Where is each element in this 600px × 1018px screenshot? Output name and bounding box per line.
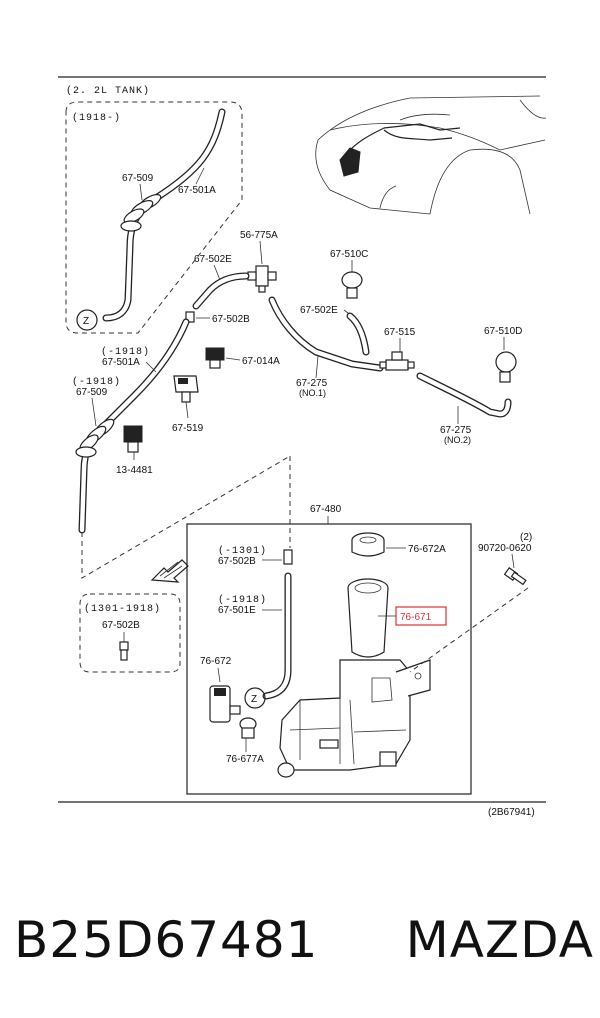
hose-clamp-67-509-lower xyxy=(75,418,115,458)
t-joint-56-775A xyxy=(247,265,277,293)
label-56-775A: 56-775A xyxy=(240,230,278,241)
label-67-501A-upper: 67-501A xyxy=(178,185,216,196)
label-90720-qty: (2) xyxy=(520,532,532,543)
label-67-519: 67-519 xyxy=(172,423,204,434)
z-marker-lower xyxy=(244,687,266,709)
label-90720-0620: 90720-0620 xyxy=(478,543,532,554)
label-67-014A: 67-014A xyxy=(242,356,280,367)
connector-67-502B-in xyxy=(283,549,293,565)
grommet-76-677A xyxy=(239,717,257,739)
tank-assembly-frame xyxy=(186,523,472,795)
direction-arrow-icon xyxy=(150,559,189,583)
label-67-275-no1: 67-275 xyxy=(296,378,328,389)
label-13-4481: 13-4481 xyxy=(116,465,153,476)
washer-nozzle-67-510C xyxy=(341,271,363,299)
label-67-502E-mid: 67-502E xyxy=(300,305,338,316)
label-1918-b: (-1918) xyxy=(72,376,121,388)
label-1918-a: (-1918) xyxy=(101,346,150,358)
link-dashed-1 xyxy=(81,455,291,579)
car-engine-bay-illustration xyxy=(315,95,547,215)
label-67-510D: 67-510D xyxy=(484,326,522,337)
inset-1301-1918-label: (1301-1918) xyxy=(84,603,161,615)
inset-1301-1918-frame xyxy=(79,593,181,673)
part-number: B25D67481 xyxy=(14,911,319,969)
label-67-509-lower: 67-509 xyxy=(76,387,108,398)
label-76-677A: 76-677A xyxy=(226,754,264,765)
label-1301: (-1301) xyxy=(218,545,267,557)
brand-name: MAZDA xyxy=(405,911,594,969)
washer-nozzle-67-510D xyxy=(495,351,517,383)
check-valve-67-515 xyxy=(379,351,415,371)
connector-67-502B-inset xyxy=(119,641,129,661)
label-67-501A-lower: 67-501A xyxy=(102,357,140,368)
hose-67-501E xyxy=(262,572,292,700)
bolt-90720-0620 xyxy=(503,567,527,586)
hose-67-275-no1 xyxy=(268,296,384,372)
label-67-275-no1-sub: (NO.1) xyxy=(299,388,326,398)
label-67-480: 67-480 xyxy=(310,504,342,515)
label-67-501E: 67-501E xyxy=(218,605,256,616)
label-76-672: 76-672 xyxy=(200,656,232,667)
label-1918-c: (-1918) xyxy=(218,594,267,606)
label-67-510C: 67-510C xyxy=(330,249,368,260)
hose-67-502E-mid xyxy=(346,312,370,356)
washer-tank-76-671 xyxy=(277,578,431,778)
hose-67-275-no2 xyxy=(416,372,512,418)
washer-pump-76-672 xyxy=(209,685,241,723)
hose-clamp-67-509-upper xyxy=(120,194,162,232)
label-67-509-upper: 67-509 xyxy=(122,173,154,184)
header-label: (2. 2L TANK) xyxy=(66,85,150,97)
inset-1918-label: (1918-) xyxy=(72,112,121,124)
label-67-515: 67-515 xyxy=(384,327,416,338)
z-label-lower: Z xyxy=(251,694,257,705)
clip-67-519 xyxy=(173,375,199,403)
z-marker-upper xyxy=(76,309,98,331)
label-67-502B-in: 67-502B xyxy=(218,556,256,567)
tank-cap-76-672A xyxy=(351,532,385,557)
clip-13-4481 xyxy=(123,425,143,453)
label-67-502B: 67-502B xyxy=(212,314,250,325)
connector-67-014A xyxy=(205,347,225,369)
hose-67-501A-upper xyxy=(102,108,226,322)
connector-67-502B xyxy=(185,311,195,323)
label-67-275-no2-sub: (NO.2) xyxy=(444,435,471,445)
inset-1918-frame xyxy=(65,101,243,334)
z-label-upper: Z xyxy=(83,316,89,327)
label-76-672A: 76-672A xyxy=(408,544,446,555)
diagram-code: (2B67941) xyxy=(488,807,535,818)
label-76-671: 76-671 xyxy=(400,612,432,623)
hose-67-502E-top xyxy=(192,272,250,310)
caption-bar: B25D67481 MAZDA xyxy=(14,900,594,980)
bolt-dashed-line xyxy=(409,587,529,673)
label-67-502B-inset: 67-502B xyxy=(102,620,140,631)
label-67-275-no2: 67-275 xyxy=(440,425,472,436)
label-67-502E-top: 67-502E xyxy=(194,254,232,265)
